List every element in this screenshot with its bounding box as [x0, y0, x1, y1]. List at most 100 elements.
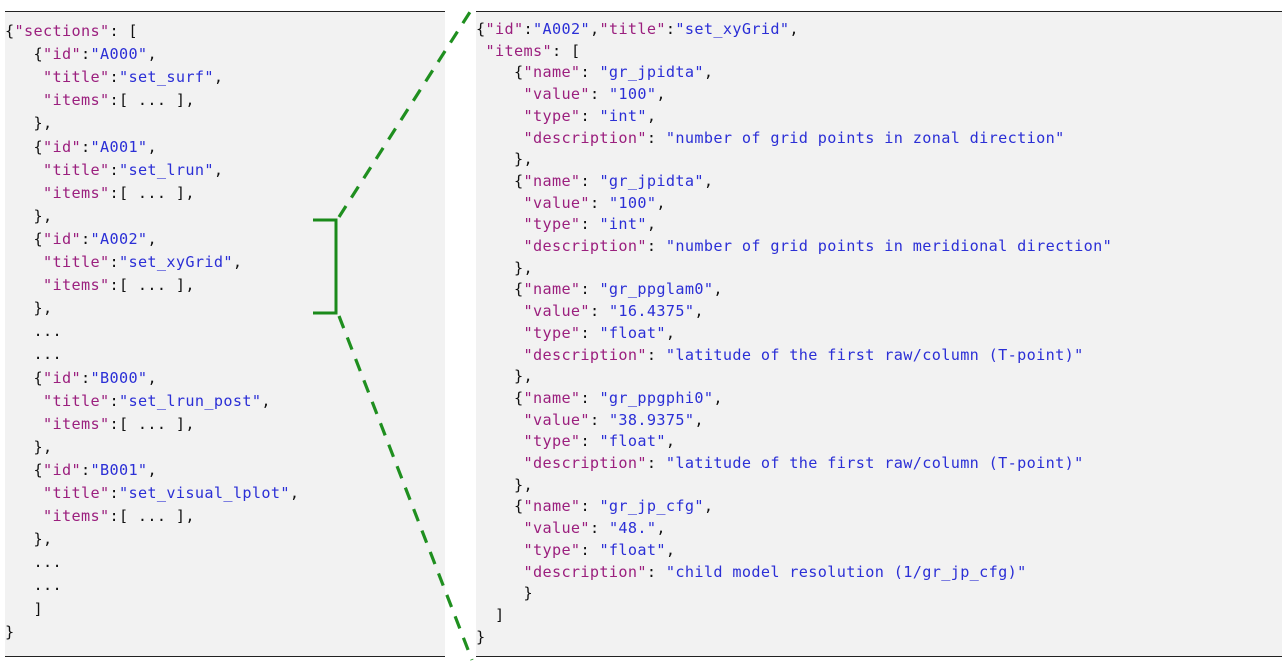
code-line: },	[5, 113, 52, 133]
json-key: "description"	[523, 562, 647, 581]
json-punct: :	[109, 160, 119, 179]
json-punct: ,	[656, 519, 666, 538]
json-punct: ,	[665, 323, 676, 342]
code-line: "type": "int",	[476, 106, 656, 126]
json-punct: ,	[703, 63, 714, 82]
code-line: "items": [	[476, 41, 581, 61]
json-key: "description"	[523, 345, 647, 364]
code-line: "title":"set_lrun",	[5, 160, 223, 180]
json-punct: },	[476, 258, 533, 277]
code-line: }	[476, 583, 533, 603]
json-punct: :	[646, 454, 666, 472]
json-value: "set_lrun"	[118, 160, 214, 179]
json-value: "set_xyGrid"	[675, 20, 790, 38]
json-punct: ,	[646, 106, 657, 125]
json-punct: :	[80, 229, 91, 248]
json-key: "id"	[42, 45, 81, 64]
code-line: {"id":"A001",	[5, 137, 157, 157]
json-key: "type"	[523, 323, 581, 342]
json-punct: :	[646, 237, 666, 255]
json-value: "A000"	[90, 45, 148, 64]
json-key: "items"	[42, 276, 110, 295]
json-punct: ,	[232, 253, 243, 271]
left-code-panel: {"sections": [ {"id":"A000", "title":"se…	[5, 11, 445, 657]
json-key: "name"	[523, 280, 581, 299]
json-key: "type"	[523, 432, 581, 451]
json-punct: ,	[665, 540, 676, 559]
json-punct: {	[476, 171, 524, 190]
json-punct: {	[5, 229, 43, 248]
json-punct: ...	[5, 553, 62, 572]
json-key: "name"	[523, 171, 581, 190]
json-punct: :	[580, 106, 600, 125]
json-value: "100"	[608, 193, 657, 212]
code-line: "description": "latitude of the first ra…	[476, 345, 1084, 365]
code-line: "value": "38.9375",	[476, 410, 704, 430]
json-punct: :[ ... ],	[109, 183, 195, 202]
json-punct: :	[580, 497, 600, 516]
json-key: "id"	[485, 20, 524, 38]
json-key: "title"	[599, 20, 666, 38]
code-line: },	[5, 206, 52, 226]
json-punct: :[ ... ],	[109, 91, 195, 110]
json-punct: ,	[665, 432, 676, 451]
json-value: "48."	[608, 519, 657, 538]
json-punct: ,	[147, 137, 157, 156]
json-value: "child model resolution (1/gr_jp_cfg)"	[665, 562, 1027, 581]
json-punct: :	[80, 137, 91, 156]
json-punct: :	[589, 519, 609, 538]
code-line: {"name": "gr_jp_cfg",	[476, 496, 713, 516]
json-punct: :[ ... ],	[109, 276, 195, 295]
json-key: "title"	[42, 253, 110, 271]
json-punct: ...	[5, 576, 62, 595]
json-punct: ...	[5, 322, 62, 341]
json-punct: {	[5, 22, 15, 40]
code-line: {"name": "gr_jpidta",	[476, 171, 713, 191]
json-punct: ,	[147, 229, 157, 248]
json-punct: },	[5, 299, 53, 318]
json-punct: :	[80, 368, 91, 387]
json-key: "description"	[523, 237, 647, 255]
section-bracket	[313, 218, 338, 315]
code-line: {"name": "gr_jpidta",	[476, 62, 713, 82]
json-punct: ]	[476, 605, 505, 624]
code-line: "title":"set_surf",	[5, 67, 223, 87]
json-punct: },	[5, 530, 53, 549]
json-value: "B001"	[90, 460, 148, 479]
json-key: "items"	[485, 41, 552, 60]
json-punct: :	[80, 460, 91, 479]
code-line: ]	[5, 599, 43, 619]
json-key: "items"	[42, 507, 110, 526]
code-line: }	[5, 622, 15, 642]
json-punct: :	[80, 45, 91, 64]
json-key: "title"	[42, 391, 110, 410]
json-punct: }	[476, 584, 533, 603]
code-line: {"name": "gr_ppgphi0",	[476, 388, 723, 408]
code-line: {"id":"B001",	[5, 460, 157, 480]
json-punct: :	[109, 68, 119, 87]
json-value: "100"	[608, 85, 657, 104]
json-punct: :	[580, 280, 600, 299]
code-line: ...	[5, 575, 62, 595]
json-value: "gr_jpidta"	[599, 63, 704, 82]
json-punct: },	[476, 475, 533, 494]
json-value: "float"	[599, 540, 666, 559]
json-punct: ,	[589, 20, 600, 38]
code-line: "items":[ ... ],	[5, 414, 195, 434]
json-value: "A001"	[90, 137, 148, 156]
json-key: "type"	[523, 540, 581, 559]
json-key: "name"	[523, 388, 581, 407]
json-key: "description"	[523, 128, 647, 147]
json-punct: ,	[213, 68, 224, 87]
code-line: "description": "number of grid points in…	[476, 236, 1112, 256]
code-line: ...	[5, 321, 62, 341]
json-key: "value"	[523, 85, 590, 104]
json-punct: : [	[551, 41, 581, 60]
json-punct: ,	[694, 302, 704, 321]
code-line: "items":[ ... ],	[5, 90, 195, 110]
code-line: "description": "child model resolution (…	[476, 562, 1027, 582]
json-punct: {	[476, 497, 524, 516]
json-key: "title"	[42, 484, 110, 502]
code-line: },	[476, 366, 533, 386]
json-key: "items"	[42, 183, 110, 202]
